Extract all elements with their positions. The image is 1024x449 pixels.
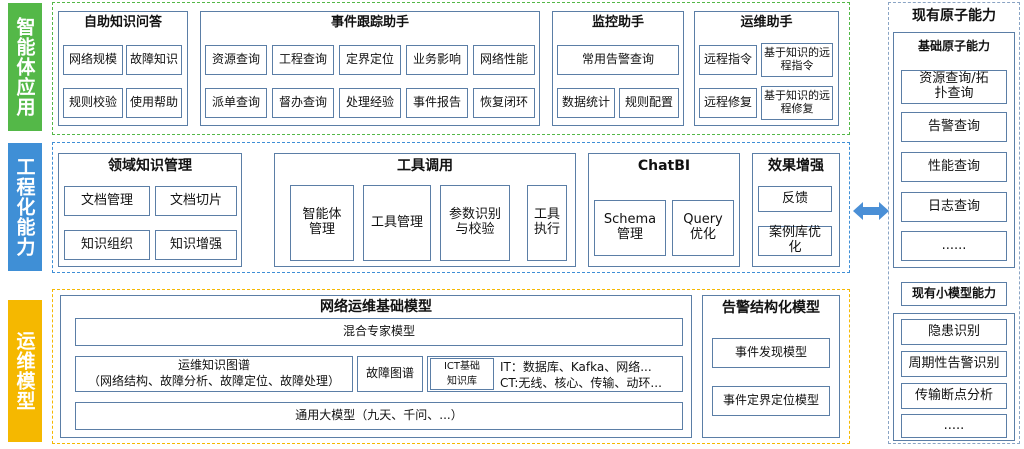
monitor-title: 监控助手 [591, 14, 644, 30]
agent-layer-frame [52, 2, 850, 135]
it-line: IT：数据库、Kafka、网络... [500, 360, 652, 374]
ops-knowledge-graph-line1: 运维知识图谱 [177, 358, 250, 373]
tracking-item: 恢复闭环 [473, 88, 535, 118]
layer-label-ops: 运维模型 [8, 300, 42, 442]
atomic-title: 基础原子能力 [917, 39, 990, 54]
alarm-model-item: 事件发现模型 [712, 338, 830, 368]
ops-assistant-item: 远程指令 [699, 45, 757, 75]
bidirectional-arrow-icon [853, 202, 889, 220]
chatbi-item: Query优化 [672, 200, 734, 256]
monitor-item: 规则配置 [619, 88, 679, 118]
tracking-item: 派单查询 [205, 88, 267, 118]
knowledge-title: 领域知识管理 [108, 157, 192, 174]
ops-knowledge-graph-line2: （网络结构、故障分析、故障定位、故障处理） [87, 374, 340, 389]
effect-title: 效果增强 [768, 157, 824, 174]
alarm-model-title: 告警结构化模型 [722, 299, 820, 316]
tracking-title: 事件跟踪助手 [330, 14, 409, 30]
ict-base-line1: ICT基础 [443, 360, 481, 372]
general-large-model: 通用大模型（九天、千问、...） [75, 402, 683, 430]
knowledge-item: 文档切片 [155, 186, 237, 216]
atomic-item: 资源查询/拓扑查询 [901, 70, 1007, 104]
qa-title: 自助知识问答 [83, 14, 162, 30]
chatbi-title: ChatBI [637, 157, 691, 174]
tracking-item: 定界定位 [339, 45, 401, 75]
right-title: 现有原子能力 [912, 7, 996, 24]
monitor-item: 数据统计 [557, 88, 615, 118]
layer-label-agent: 智能体应用 [8, 3, 42, 131]
ops-assistant-item: 基于知识的远程指令 [761, 43, 833, 77]
small-model-item: 周期性告警识别 [901, 351, 1007, 377]
tracking-item: 处理经验 [339, 88, 401, 118]
chatbi-item: Schema管理 [594, 200, 666, 256]
knowledge-item: 知识组织 [64, 230, 150, 260]
tools-item: 工具执行 [527, 185, 567, 261]
small-model-title: 现有小模型能力 [901, 282, 1007, 306]
tools-item: 参数识别与校验 [440, 185, 510, 261]
ct-line: CT:无线、核心、传输、动环... [500, 376, 662, 390]
effect-item: 案例库优化 [758, 225, 832, 256]
ops-knowledge-graph [75, 356, 353, 392]
qa-item: 故障知识 [126, 45, 182, 75]
knowledge-item: 文档管理 [64, 186, 150, 216]
qa-item: 规则校验 [63, 88, 123, 118]
tools-item: 智能体管理 [290, 185, 354, 261]
qa-item: 网络规模 [63, 45, 123, 75]
small-model-item: ..... [901, 414, 1007, 438]
tools-title: 工具调用 [397, 157, 453, 174]
ops-assistant-item: 基于知识的远程修复 [761, 86, 833, 120]
small-model-item: 传输断点分析 [901, 383, 1007, 409]
tracking-item: 资源查询 [205, 45, 267, 75]
tracking-item: 业务影响 [406, 45, 468, 75]
engineering-layer-frame [52, 142, 850, 273]
atomic-item: 日志查询 [901, 192, 1007, 222]
tracking-item: 督办查询 [272, 88, 334, 118]
tracking-item: 网络性能 [473, 45, 535, 75]
atomic-item: 性能查询 [901, 152, 1007, 182]
tools-item: 工具管理 [363, 185, 431, 261]
right-capability-frame [888, 2, 1020, 444]
knowledge-item: 知识增强 [155, 230, 237, 260]
small-model-item: 隐患识别 [901, 319, 1007, 345]
qa-item: 使用帮助 [126, 88, 182, 118]
effect-item: 反馈 [758, 186, 832, 212]
ops-assistant-item: 远程修复 [699, 88, 757, 118]
atomic-item: 告警查询 [901, 112, 1007, 142]
mixed-expert-model: 混合专家模型 [75, 318, 683, 346]
atomic-item: ...... [901, 231, 1007, 261]
ops-layer-frame [52, 289, 850, 444]
monitor-item: 常用告警查询 [557, 45, 679, 75]
ict-base-line2: 知识库 [447, 375, 477, 387]
base-model-title: 网络运维基础模型 [320, 298, 432, 315]
ops-assistant-title: 运维助手 [740, 14, 793, 30]
tracking-item: 工程查询 [272, 45, 334, 75]
tracking-item: 事件报告 [406, 88, 468, 118]
fault-graph: 故障图谱 [357, 356, 423, 392]
alarm-model-item: 事件定界定位模型 [712, 386, 830, 416]
layer-label-engineering: 工程化能力 [8, 143, 42, 271]
ict-base-label-box [430, 358, 494, 390]
